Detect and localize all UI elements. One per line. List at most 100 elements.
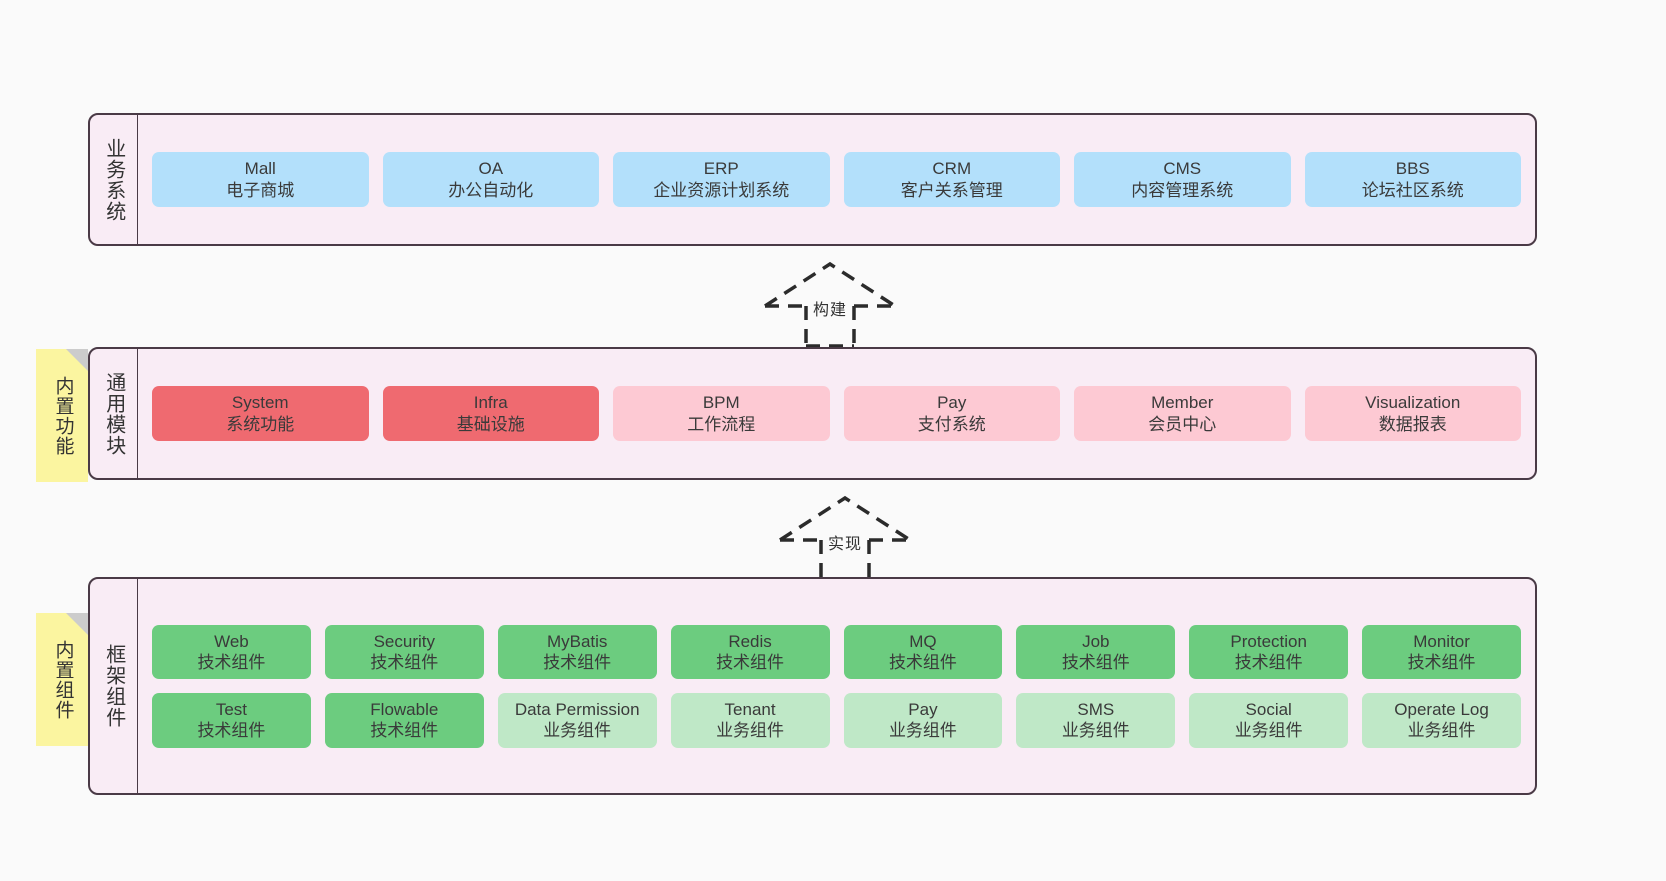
card-system[interactable]: System 系统功能 xyxy=(152,386,369,441)
connector-build-label: 构建 xyxy=(812,302,848,319)
card-subtitle: 论坛社区系统 xyxy=(1361,180,1464,200)
card-subtitle: 企业资源计划系统 xyxy=(653,180,790,200)
card-title: Operate Log xyxy=(1394,700,1489,719)
card-erp[interactable]: ERP 企业资源计划系统 xyxy=(613,152,830,207)
note-built-in-components: 内置组件 xyxy=(36,613,88,746)
layer-framework-components-label: 框架组件 xyxy=(90,579,138,793)
layer-business-systems-label: 业务系统 xyxy=(90,115,138,244)
card-pay[interactable]: Pay 支付系统 xyxy=(843,386,1060,441)
card-subtitle: 内容管理系统 xyxy=(1131,180,1234,200)
card-subtitle: 业务组件 xyxy=(1407,721,1476,741)
card-subtitle: 技术组件 xyxy=(716,652,785,672)
card-title: Job xyxy=(1082,631,1110,651)
card-subtitle: 系统功能 xyxy=(226,414,295,434)
card-oa[interactable]: OA 办公自动化 xyxy=(382,152,599,207)
note-label: 内置功能 xyxy=(52,375,74,456)
card-security[interactable]: Security 技术组件 xyxy=(324,624,484,679)
card-title: Tenant xyxy=(724,700,776,719)
card-job[interactable]: Job 技术组件 xyxy=(1016,624,1176,679)
card-mq[interactable]: MQ 技术组件 xyxy=(843,624,1003,679)
card-subtitle: 基础设施 xyxy=(456,414,525,434)
card-web[interactable]: Web 技术组件 xyxy=(152,624,311,679)
card-subtitle: 业务组件 xyxy=(1234,721,1303,741)
card-subtitle: 技术组件 xyxy=(1407,652,1476,672)
card-subtitle: 业务组件 xyxy=(1061,721,1130,741)
card-sms[interactable]: SMS 业务组件 xyxy=(1016,693,1176,748)
layer-framework-components-body: Web 技术组件 Security 技术组件 MyBatis 技术组件 Redi… xyxy=(138,579,1535,793)
layer-common-modules-body: System 系统功能 Infra 基础设施 BPM 工作流程 Pay 支付系统… xyxy=(138,349,1535,478)
card-title: Security xyxy=(373,631,436,651)
card-title: BPM xyxy=(702,393,740,413)
card-subtitle: 业务组件 xyxy=(888,721,957,741)
note-fold-corner-icon xyxy=(66,613,88,635)
card-flowable[interactable]: Flowable 技术组件 xyxy=(324,693,484,748)
card-redis[interactable]: Redis 技术组件 xyxy=(670,624,830,679)
card-subtitle: 业务组件 xyxy=(543,721,612,741)
card-row: Web 技术组件 Security 技术组件 MyBatis 技术组件 Redi… xyxy=(152,624,1521,679)
card-subtitle: 办公自动化 xyxy=(448,180,534,200)
card-title: OA xyxy=(478,159,504,179)
card-subtitle: 客户关系管理 xyxy=(900,180,1003,200)
card-title: Flowable xyxy=(370,700,439,719)
card-infra[interactable]: Infra 基础设施 xyxy=(382,386,599,441)
card-title: ERP xyxy=(703,159,739,179)
card-protection[interactable]: Protection 技术组件 xyxy=(1189,624,1349,679)
card-subtitle: 技术组件 xyxy=(1061,652,1130,672)
card-visualization[interactable]: Visualization 数据报表 xyxy=(1304,386,1521,441)
card-bbs[interactable]: BBS 论坛社区系统 xyxy=(1304,152,1521,207)
card-monitor[interactable]: Monitor 技术组件 xyxy=(1362,624,1521,679)
card-title: Monitor xyxy=(1413,631,1470,651)
card-subtitle: 业务组件 xyxy=(716,721,785,741)
connector-implement: 实现 xyxy=(775,492,915,582)
card-subtitle: 电子商城 xyxy=(226,180,295,200)
card-member[interactable]: Member 会员中心 xyxy=(1074,386,1291,441)
card-subtitle: 技术组件 xyxy=(888,652,957,672)
connector-implement-label: 实现 xyxy=(827,536,863,553)
layer-common-modules-label: 通用模块 xyxy=(90,349,138,478)
card-subtitle: 技术组件 xyxy=(370,721,439,741)
card-title: Pay xyxy=(937,393,967,413)
card-title: Infra xyxy=(473,393,508,413)
card-subtitle: 技术组件 xyxy=(197,721,266,741)
card-bpm[interactable]: BPM 工作流程 xyxy=(613,386,830,441)
card-mall[interactable]: Mall 电子商城 xyxy=(152,152,369,207)
card-title: CMS xyxy=(1163,159,1202,179)
note-fold-corner-icon xyxy=(66,349,88,371)
card-row: Mall 电子商城 OA 办公自动化 ERP 企业资源计划系统 CRM 客户关系… xyxy=(152,152,1521,207)
generalization-arrow-icon xyxy=(779,495,911,582)
card-title: Mall xyxy=(244,159,276,179)
layer-framework-components: 框架组件 Web 技术组件 Security 技术组件 MyBatis 技术组件… xyxy=(88,577,1537,795)
card-social[interactable]: Social 业务组件 xyxy=(1189,693,1349,748)
card-operate-log[interactable]: Operate Log 业务组件 xyxy=(1362,693,1521,748)
card-title: Social xyxy=(1245,700,1292,719)
note-label: 内置组件 xyxy=(52,639,74,720)
card-pay-component[interactable]: Pay 业务组件 xyxy=(843,693,1003,748)
card-subtitle: 工作流程 xyxy=(687,414,756,434)
card-title: Web xyxy=(214,631,249,651)
card-row: Test 技术组件 Flowable 技术组件 Data Permission … xyxy=(152,693,1521,748)
card-test[interactable]: Test 技术组件 xyxy=(152,693,311,748)
card-title: Visualization xyxy=(1365,393,1461,413)
card-title: Protection xyxy=(1230,631,1307,651)
card-subtitle: 技术组件 xyxy=(1234,652,1303,672)
card-title: SMS xyxy=(1077,700,1115,719)
card-title: Pay xyxy=(908,700,938,719)
connector-build: 构建 xyxy=(760,258,900,348)
generalization-arrow-icon xyxy=(764,261,896,348)
note-built-in-features: 内置功能 xyxy=(36,349,88,482)
card-subtitle: 数据报表 xyxy=(1378,414,1447,434)
layer-business-systems-body: Mall 电子商城 OA 办公自动化 ERP 企业资源计划系统 CRM 客户关系… xyxy=(138,115,1535,244)
card-tenant[interactable]: Tenant 业务组件 xyxy=(670,693,830,748)
card-title: Member xyxy=(1151,393,1214,413)
card-title: BBS xyxy=(1395,159,1430,179)
layer-common-modules: 通用模块 System 系统功能 Infra 基础设施 BPM 工作流程 Pay… xyxy=(88,347,1537,480)
card-row: System 系统功能 Infra 基础设施 BPM 工作流程 Pay 支付系统… xyxy=(152,386,1521,441)
card-data-permission[interactable]: Data Permission 业务组件 xyxy=(497,693,657,748)
card-crm[interactable]: CRM 客户关系管理 xyxy=(843,152,1060,207)
card-cms[interactable]: CMS 内容管理系统 xyxy=(1074,152,1291,207)
card-title: MyBatis xyxy=(546,631,608,651)
card-title: System xyxy=(231,393,289,413)
card-mybatis[interactable]: MyBatis 技术组件 xyxy=(497,624,657,679)
card-subtitle: 技术组件 xyxy=(197,652,266,672)
